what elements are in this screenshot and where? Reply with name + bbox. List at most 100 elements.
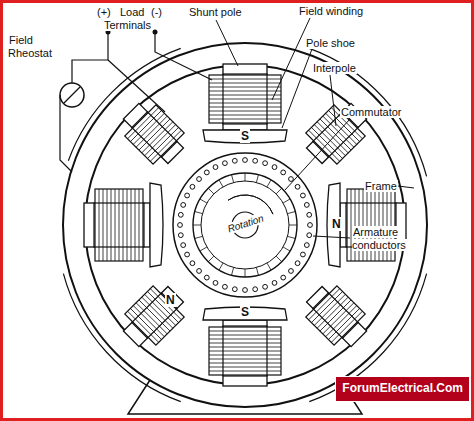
commutator-segment	[219, 263, 223, 270]
commutator-segment	[232, 268, 234, 276]
label-text: Field winding	[298, 5, 364, 17]
pole-polarity: N	[165, 294, 176, 308]
part-label: (-)	[150, 6, 163, 19]
rheostat-arm	[64, 87, 80, 103]
part-label: Commutator	[340, 106, 403, 119]
part-label: Load	[119, 6, 145, 19]
frame-outer	[63, 43, 427, 407]
armature-conductor	[232, 158, 237, 163]
circuit-wire	[108, 60, 165, 112]
commutator-segment	[232, 175, 234, 183]
armature-conductor	[295, 261, 300, 266]
armature-conductor	[301, 252, 306, 257]
pole-polarity: N	[331, 218, 342, 232]
armature-conductor	[213, 165, 218, 170]
load-terminal	[153, 30, 158, 35]
armature-conductor	[185, 252, 190, 257]
armature-conductor	[263, 161, 268, 166]
interpole	[299, 279, 375, 355]
label-text: S	[240, 305, 250, 319]
part-label: (+)	[96, 6, 112, 19]
main-pole	[203, 64, 287, 143]
commutator-segment	[276, 256, 282, 262]
rotation-arrow	[228, 195, 273, 214]
interpole	[116, 96, 192, 172]
commutator-segment	[193, 225, 201, 226]
armature-conductor	[253, 158, 258, 163]
pole-polarity: S	[240, 130, 250, 144]
commutator-segment	[288, 212, 296, 214]
leader-line	[272, 18, 310, 100]
commutator-segment	[245, 173, 246, 181]
commutator-segment	[256, 175, 258, 183]
armature-conductor	[289, 269, 294, 274]
part-label: Field Rheostat	[8, 34, 58, 59]
commutator-segment	[276, 188, 282, 194]
part-label: Frame	[364, 180, 398, 193]
armature-conductor	[295, 184, 300, 189]
armature-conductor	[289, 177, 294, 182]
pole-polarity: S	[240, 306, 250, 320]
part-label: Interpole	[312, 62, 357, 75]
armature-conductor	[272, 281, 277, 286]
leader-line	[216, 20, 238, 66]
label-text: Field Rheostat	[8, 34, 53, 59]
label-text: S	[240, 129, 250, 143]
armature-conductor	[213, 281, 218, 286]
circuit-wire	[155, 32, 212, 80]
label-text: Armature conductors	[352, 226, 407, 251]
armature-conductor	[281, 170, 286, 175]
label-text: Terminals	[103, 19, 152, 31]
commutator-segment	[267, 180, 271, 187]
armature-conductor	[308, 223, 313, 228]
commutator-segment	[283, 199, 290, 203]
armature-conductor	[281, 275, 286, 280]
part-label: Field winding	[298, 5, 364, 18]
commutator	[193, 173, 297, 277]
field-rheostat	[60, 83, 84, 107]
part-label: Terminals	[103, 19, 152, 32]
part-label: Shunt pole	[188, 6, 243, 19]
armature-conductor	[204, 275, 209, 280]
commutator-segment	[245, 269, 246, 277]
armature-conductor	[272, 165, 277, 170]
commutator-segment	[208, 256, 214, 262]
commutator-segment	[283, 247, 290, 251]
label-text: N	[331, 217, 342, 231]
armature-conductor	[178, 223, 183, 228]
armature-conductor	[204, 170, 209, 175]
armature-conductor	[223, 161, 228, 166]
part-label: Armature conductors	[352, 226, 430, 251]
label-text: Shunt pole	[188, 6, 243, 18]
armature-conductor	[243, 158, 248, 163]
commutator-segment	[200, 247, 207, 251]
frame-inner	[85, 65, 405, 385]
armature-conductor	[243, 288, 248, 293]
leader-line	[285, 119, 350, 190]
interpole	[116, 279, 192, 355]
armature-conductor	[197, 269, 202, 274]
main-pole	[327, 183, 406, 267]
armature-conductor	[263, 284, 268, 289]
label-text: (+)	[96, 6, 112, 18]
part-label: Pole shoe	[305, 37, 356, 50]
commutator-segment	[195, 236, 203, 238]
commutator-inner	[201, 181, 289, 269]
leader-line	[313, 236, 350, 238]
label-text: Pole shoe	[305, 37, 356, 49]
commutator-segment	[256, 268, 258, 276]
label-text: Commutator	[340, 106, 403, 118]
armature-conductor	[190, 184, 195, 189]
armature-conductor	[232, 287, 237, 292]
commutator-segment	[219, 180, 223, 187]
label-text: Load	[119, 6, 145, 18]
armature-conductor	[307, 212, 312, 217]
leader-line	[398, 186, 414, 188]
label-text: Frame	[364, 180, 398, 192]
commutator-segment	[267, 263, 271, 270]
label-text: ForumElectrical.Com	[335, 376, 470, 402]
label-text: Interpole	[312, 62, 357, 74]
